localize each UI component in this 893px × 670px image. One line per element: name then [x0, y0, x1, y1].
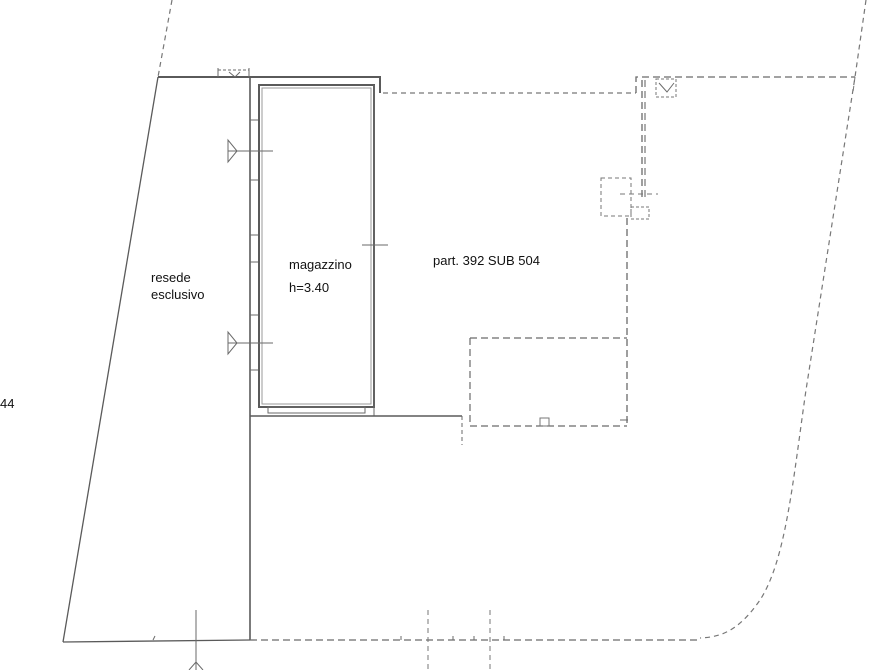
- magazzino-room: [250, 84, 463, 445]
- partition-boundary: [469, 76, 855, 427]
- wall-symbols: [227, 138, 388, 356]
- outer-wall-top: [158, 76, 636, 94]
- room-height-label: h=3.40: [289, 280, 330, 295]
- resede-label-line2: esclusivo: [151, 287, 205, 302]
- bottom-arrow-symbol: [152, 610, 204, 670]
- right-boundary: [699, 0, 867, 639]
- resede-boundary: [62, 0, 251, 643]
- parcel-label: part. 392 SUB 504: [433, 253, 540, 268]
- bottom-boundary: [250, 610, 700, 670]
- room-label-magazzino: magazzino: [289, 257, 352, 272]
- resede-label-line1: resede: [151, 270, 191, 285]
- edge-number-label: 44: [0, 396, 15, 411]
- vertical-wall: [249, 77, 258, 640]
- top-wall-marker: [217, 68, 250, 78]
